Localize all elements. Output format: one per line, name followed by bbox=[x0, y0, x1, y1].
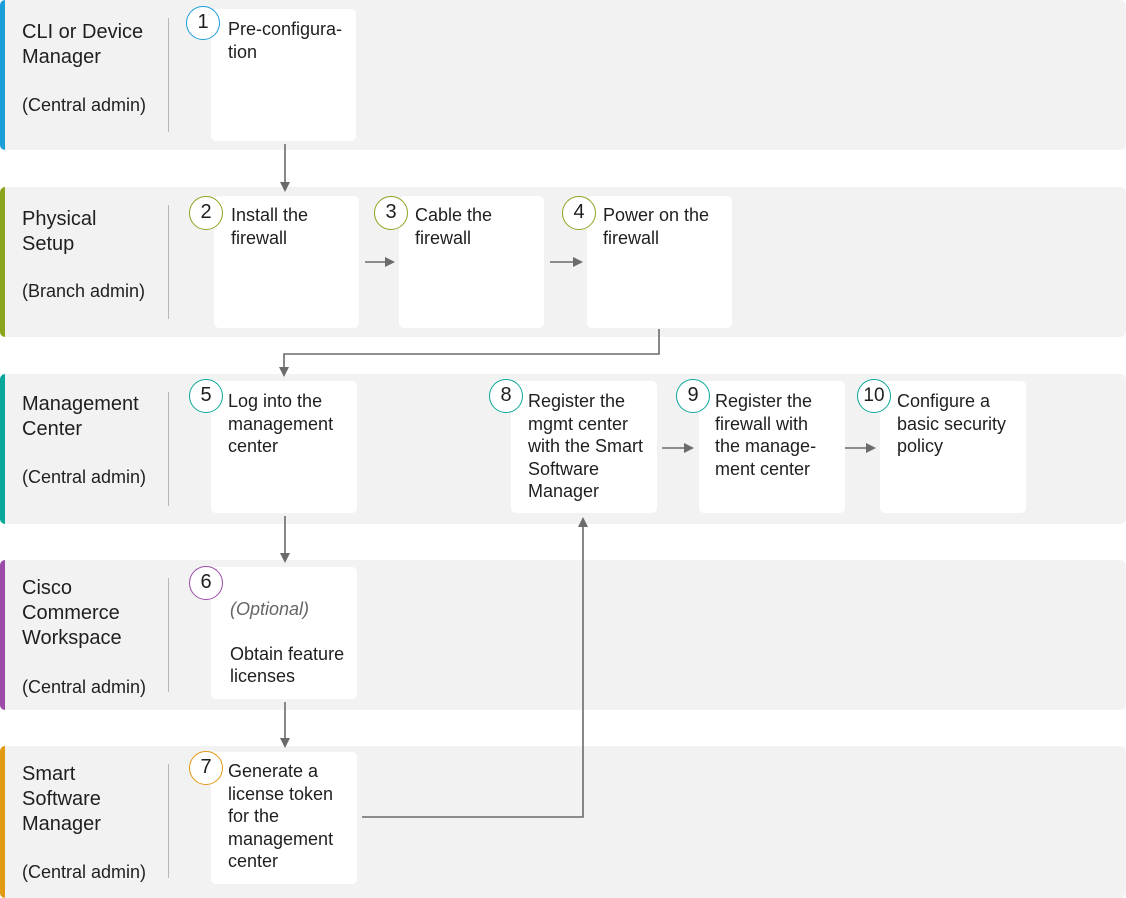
lane-divider bbox=[168, 18, 169, 132]
step-6-description: Obtain feature licenses bbox=[230, 643, 345, 687]
lane-role: (Central admin) bbox=[22, 677, 147, 697]
step-6-optional-label: (Optional) bbox=[230, 598, 310, 619]
lane-title: Physical Setup bbox=[22, 208, 97, 255]
step-3-text: Cable the firewall bbox=[415, 205, 493, 248]
step-9-text: Register the firewall with the manage- m… bbox=[715, 391, 817, 479]
lane-cisco-commerce-workspace: Cisco Commerce Workspace (Central admin) bbox=[0, 560, 1126, 710]
lane-divider bbox=[168, 578, 169, 692]
step-8-badge: 8 bbox=[489, 379, 523, 413]
step-1-card bbox=[211, 9, 356, 141]
step-3-card bbox=[399, 196, 544, 328]
step-8-text: Register the mgmt center with the Smart … bbox=[528, 391, 644, 501]
lane-title: CLI or Device Manager bbox=[22, 21, 144, 68]
step-2-text: Install the firewall bbox=[231, 205, 309, 248]
lane-title: Management Center bbox=[22, 393, 139, 440]
step-1-text: Pre-configura- tion bbox=[228, 19, 343, 62]
lane-title: Smart Software Manager bbox=[22, 763, 101, 835]
lane-role: (Central admin) bbox=[22, 467, 147, 487]
step-5-card bbox=[211, 381, 357, 513]
lane-color-bar bbox=[0, 0, 5, 150]
step-10-card bbox=[880, 381, 1026, 513]
step-5-text: Log into the management center bbox=[228, 391, 334, 456]
arrow-4-to-5 bbox=[279, 329, 660, 377]
step-6-card bbox=[211, 567, 357, 699]
step-1-badge: 1 bbox=[186, 6, 220, 40]
step-2-badge: 2 bbox=[189, 196, 223, 230]
lane-role: (Central admin) bbox=[22, 862, 147, 882]
step-9-badge: 9 bbox=[676, 379, 710, 413]
step-4-badge: 4 bbox=[562, 196, 596, 230]
step-3-badge: 3 bbox=[374, 196, 408, 230]
lane-smart-software-manager: Smart Software Manager (Central admin) bbox=[0, 746, 1126, 898]
step-4-card bbox=[587, 196, 732, 328]
lane-role: (Branch admin) bbox=[22, 281, 146, 301]
step-4-text: Power on the firewall bbox=[603, 205, 710, 248]
lane-divider bbox=[168, 764, 169, 878]
step-6-text: (Optional) Obtain feature licenses bbox=[230, 575, 344, 688]
step-9-card bbox=[699, 381, 845, 513]
step-10-text: Configure a basic security policy bbox=[897, 391, 1007, 456]
step-10-badge: 10 bbox=[857, 379, 891, 413]
step-7-badge: 7 bbox=[189, 751, 223, 785]
lane-color-bar bbox=[0, 746, 5, 898]
lane-color-bar bbox=[0, 560, 5, 710]
step-7-card bbox=[211, 752, 357, 884]
lane-role: (Central admin) bbox=[22, 95, 147, 115]
lane-divider bbox=[168, 392, 169, 506]
step-7-text: Generate a license token for the managem… bbox=[228, 761, 334, 871]
lane-color-bar bbox=[0, 187, 5, 337]
step-6-badge: 6 bbox=[189, 566, 223, 600]
step-2-card bbox=[214, 196, 359, 328]
lane-divider bbox=[168, 205, 169, 319]
step-8-card bbox=[511, 381, 657, 513]
arrow-7-to-8 bbox=[362, 517, 588, 818]
step-5-badge: 5 bbox=[189, 379, 223, 413]
lane-title: Cisco Commerce Workspace bbox=[22, 577, 122, 649]
lane-color-bar bbox=[0, 374, 5, 524]
